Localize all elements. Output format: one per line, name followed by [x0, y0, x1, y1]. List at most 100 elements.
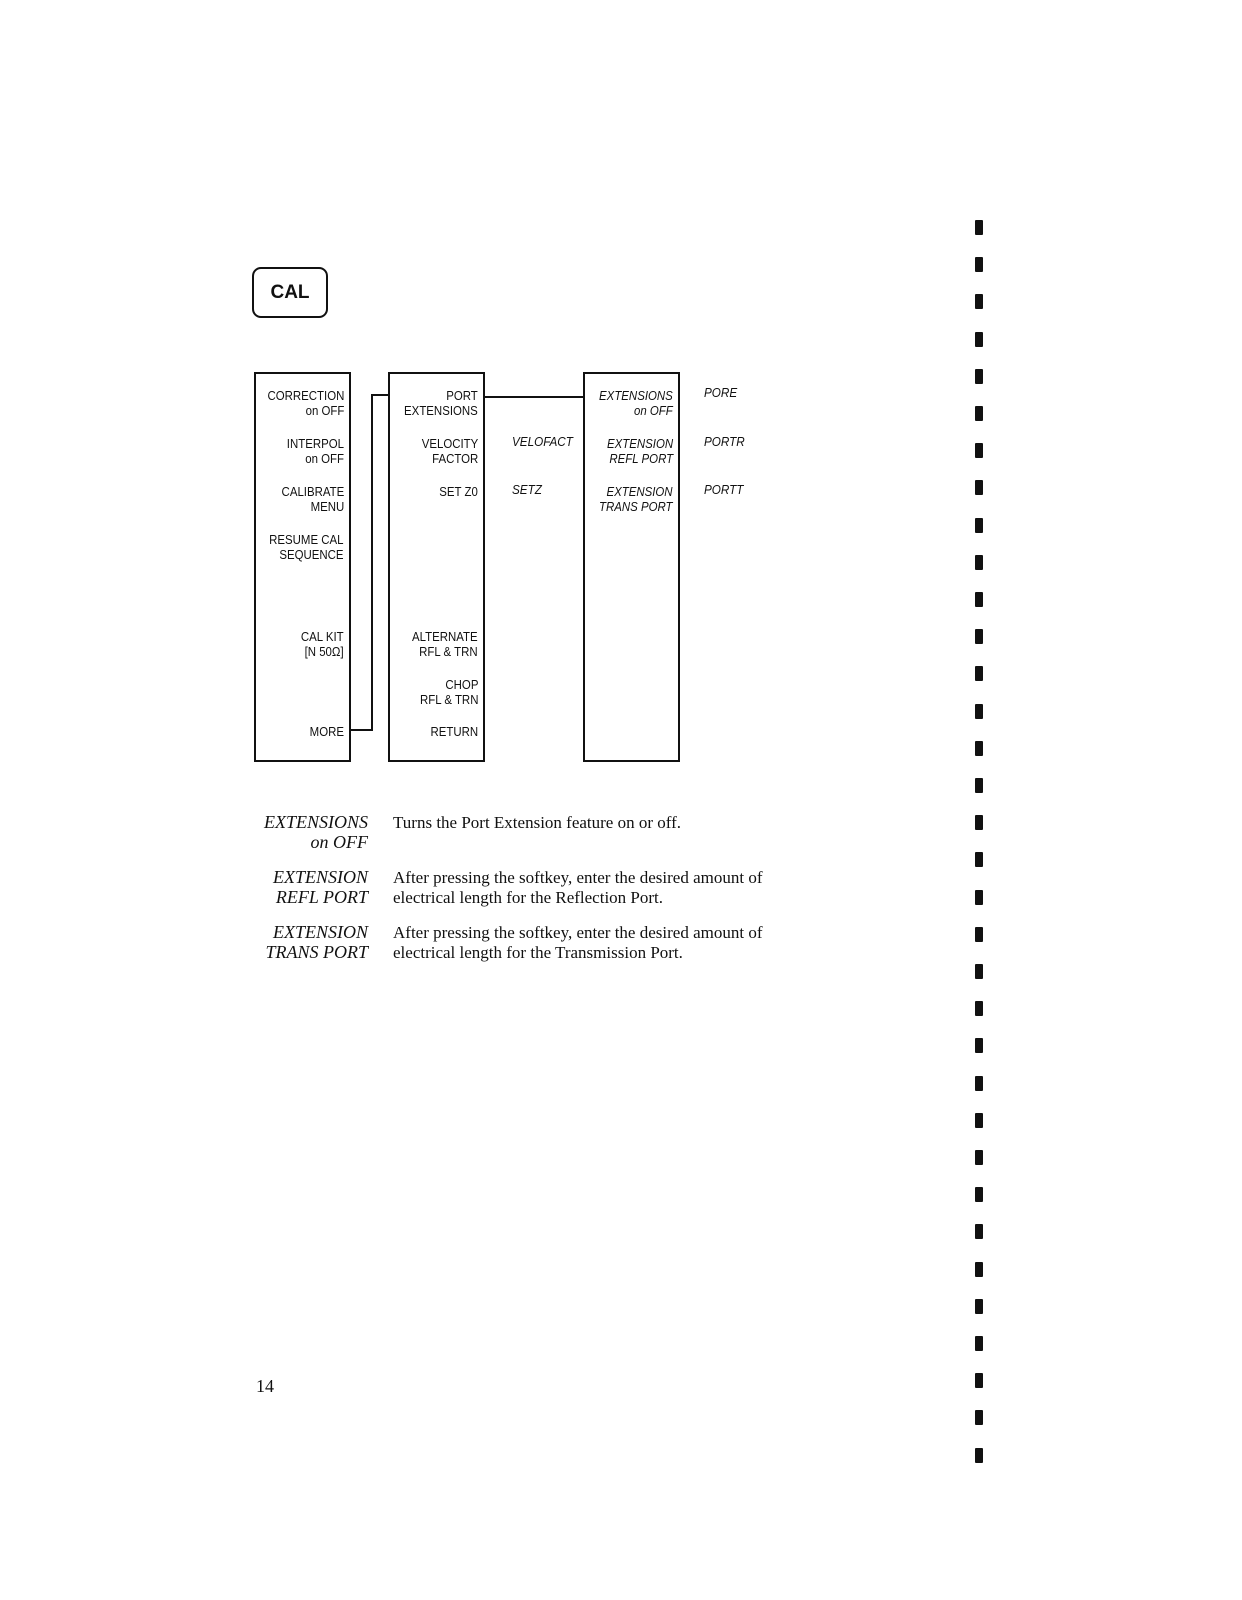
softkey-velocity-line1: VELOCITY — [421, 436, 478, 451]
softkey-calkit-line2: [N 50Ω] — [304, 644, 344, 659]
binding-hole-mark — [975, 1261, 983, 1277]
softkey-correction-line2: on OFF — [305, 403, 344, 418]
description-text-line: Turns the Port Extension feature on or o… — [393, 813, 682, 832]
description-term-extension-refl-port: EXTENSION REFL PORT — [273, 867, 368, 907]
binding-hole-mark — [975, 964, 983, 979]
softkey-alternate-line2: RFL & TRN — [419, 644, 478, 659]
binding-hole-mark — [975, 1373, 983, 1389]
softkey-resume-line1: RESUME CAL — [269, 532, 344, 547]
softkey-setzo-line1: SET Z0 — [439, 484, 478, 499]
binding-hole-mark — [975, 1447, 983, 1463]
cal-menu-panel: CORRECTION on OFF INTERPOL on OFF CALIBR… — [254, 372, 351, 762]
softkey-velocity-line2: FACTOR — [431, 451, 478, 466]
binding-hole-mark — [975, 257, 983, 273]
binding-hole-mark — [975, 1187, 983, 1203]
softkey-resume-cal[interactable]: RESUME CAL SEQUENCE — [270, 532, 344, 562]
binding-hole-mark — [975, 331, 983, 347]
softkey-interpol-line1: INTERPOL — [286, 436, 344, 451]
description-text-line: electrical length for the Reflection Por… — [393, 888, 664, 907]
binding-hole-mark — [975, 852, 983, 868]
binding-hole-mark — [975, 1038, 983, 1054]
description-term-extensions-on-off: EXTENSIONS on OFF — [264, 812, 368, 852]
connector-port-horizontal — [371, 394, 388, 396]
binding-hole-mark — [975, 517, 983, 533]
binding-hole-mark — [975, 480, 983, 496]
softkey-interpol-line2: on OFF — [305, 451, 344, 466]
softkey-interpol[interactable]: INTERPOL on OFF — [287, 436, 344, 466]
cal-hardkey-label: CAL — [270, 281, 310, 303]
mnemonic-portt: PORTT — [704, 482, 744, 497]
description-text-extension-refl-port: After pressing the softkey, enter the de… — [393, 868, 762, 908]
binding-hole-mark — [975, 666, 983, 682]
binding-hole-mark — [975, 443, 983, 459]
softkey-extension-refl-port[interactable]: EXTENSION REFL PORT — [607, 436, 673, 466]
binding-hole-mark — [975, 592, 983, 607]
page-number: 14 — [256, 1376, 274, 1396]
binding-hole-mark — [975, 778, 983, 793]
softkey-port-ext-line1: PORT — [446, 388, 478, 403]
softkey-more[interactable]: MORE — [310, 724, 344, 739]
softkey-correction-line1: CORRECTION — [267, 388, 344, 403]
softkey-correction[interactable]: CORRECTION on OFF — [267, 388, 344, 418]
softkey-alternate[interactable]: ALTERNATE RFL & TRN — [412, 629, 478, 659]
softkey-port-extensions[interactable]: PORT EXTENSIONS — [404, 388, 478, 418]
softkey-set-z0[interactable]: SET Z0 — [439, 484, 478, 499]
connector-more-horizontal — [351, 729, 372, 731]
softkey-extensions-on-off[interactable]: EXTENSIONS on OFF — [599, 388, 673, 418]
softkey-calibrate-line2: MENU — [310, 499, 344, 514]
connector-extensions — [485, 396, 583, 398]
softkey-return[interactable]: RETURN — [430, 724, 478, 739]
binding-hole-mark — [975, 554, 983, 570]
description-term-line: EXTENSION — [272, 922, 368, 942]
binding-hole-mark — [975, 220, 983, 235]
mnemonic-portr: PORTR — [704, 434, 745, 449]
binding-hole-mark — [975, 1075, 983, 1091]
description-text-line: After pressing the softkey, enter the de… — [393, 923, 763, 942]
softkey-return-line1: RETURN — [430, 724, 478, 739]
description-text-line: electrical length for the Transmission P… — [393, 943, 683, 962]
softkey-calkit-line1: CAL KIT — [301, 629, 344, 644]
description-term-line: on OFF — [310, 832, 369, 852]
softkey-port-ext-line2: EXTENSIONS — [404, 403, 478, 418]
binding-hole-mark — [975, 889, 983, 905]
softkey-chop[interactable]: CHOP RFL & TRN — [420, 677, 478, 707]
softkey-alternate-line1: ALTERNATE — [412, 629, 478, 644]
binding-hole-mark — [975, 703, 983, 719]
binding-hole-mark — [975, 368, 983, 384]
description-term-line: EXTENSIONS — [263, 812, 368, 832]
softkey-ext-trans-line1: EXTENSION — [606, 484, 673, 499]
softkey-velocity-factor[interactable]: VELOCITY FACTOR — [421, 436, 478, 466]
softkey-chop-line1: CHOP — [444, 677, 478, 692]
binding-hole-mark — [975, 1150, 983, 1165]
binding-hole-mark — [975, 629, 983, 645]
binding-hole-mark — [975, 294, 983, 310]
binding-hole-mark — [975, 1001, 983, 1017]
mnemonic-setz: SETZ — [512, 482, 542, 497]
binding-hole-mark — [975, 815, 983, 831]
binding-hole-mark — [975, 740, 983, 756]
cal-hardkey[interactable]: CAL — [252, 267, 328, 318]
softkey-calibrate-line1: CALIBRATE — [281, 484, 344, 499]
softkey-extension-trans-port[interactable]: EXTENSION TRANS PORT — [599, 484, 673, 514]
connector-vertical — [371, 394, 373, 731]
softkey-resume-line2: SEQUENCE — [279, 547, 344, 562]
softkey-ext-refl-line2: REFL PORT — [609, 451, 673, 466]
softkey-calibrate-menu[interactable]: CALIBRATE MENU — [281, 484, 344, 514]
description-term-line: EXTENSION — [272, 867, 368, 887]
softkey-cal-kit[interactable]: CAL KIT [N 50Ω] — [301, 629, 344, 659]
binding-hole-mark — [975, 1298, 983, 1314]
binding-hole-mark — [975, 1112, 983, 1128]
description-text-extension-trans-port: After pressing the softkey, enter the de… — [393, 923, 762, 963]
description-text-extensions-on-off: Turns the Port Extension feature on or o… — [393, 813, 681, 833]
description-term-line: REFL PORT — [275, 887, 368, 907]
binding-hole-mark — [975, 926, 983, 942]
binding-hole-mark — [975, 1336, 983, 1351]
description-text-line: After pressing the softkey, enter the de… — [393, 868, 763, 887]
softkey-ext-refl-line1: EXTENSION — [606, 436, 673, 451]
more-menu-panel: PORT EXTENSIONS VELOCITY FACTOR SET Z0 A… — [388, 372, 485, 762]
binding-hole-mark — [975, 406, 983, 421]
mnemonic-pore: PORE — [704, 385, 738, 400]
softkey-chop-line2: RFL & TRN — [419, 692, 478, 707]
softkey-ext-onoff-line1: EXTENSIONS — [599, 388, 673, 403]
softkey-more-line1: MORE — [309, 724, 344, 739]
